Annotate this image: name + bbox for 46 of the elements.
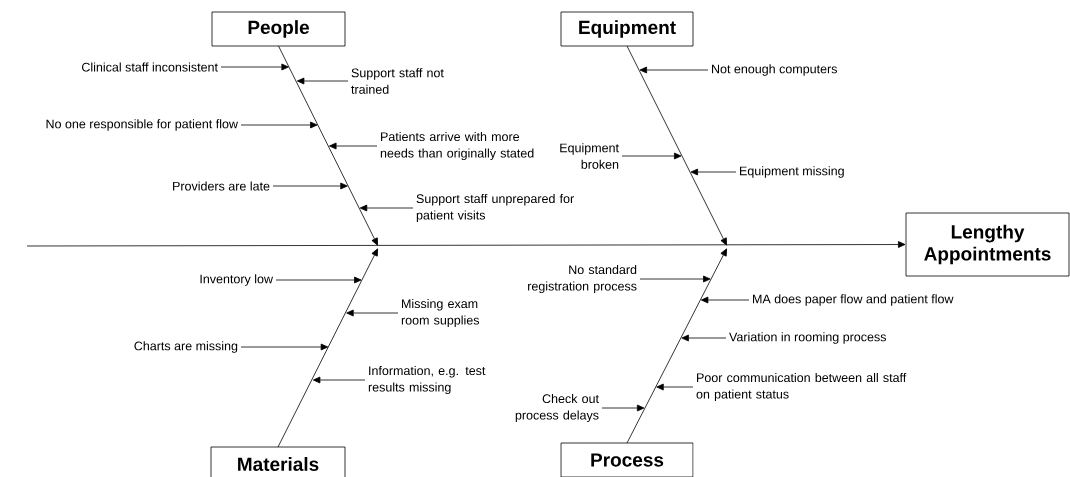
cause-label: Charts are missing (134, 341, 238, 353)
cause-arrow (359, 204, 414, 212)
cause-label: Variation in rooming process (729, 332, 886, 344)
cause-label: Clinical staff inconsistent (82, 62, 218, 72)
cause-arrow (681, 334, 727, 342)
cause-arrow (621, 152, 682, 160)
cause-label: Poor communication between all staff on patient status (696, 372, 907, 402)
cause-arrow (639, 275, 711, 283)
spine-arrow (26, 241, 906, 248)
cause-arrow (296, 77, 349, 85)
bone-arrow (626, 248, 727, 444)
bone-arrow (277, 248, 378, 448)
category-box: People (211, 11, 346, 47)
cause-label: Inventory low (200, 274, 274, 286)
cause-label: Support staff not trained (351, 68, 444, 94)
cause-label: No standard registration process (528, 264, 637, 294)
cause-label: Information, e.g. test results missing (368, 365, 486, 395)
cause-arrow (656, 383, 694, 391)
cause-arrow (690, 168, 737, 176)
effect-box: Lengthy Appointments (905, 212, 1070, 277)
cause-arrow (275, 276, 362, 284)
cause-label: MA does paper flow and patient flow (753, 294, 954, 306)
cause-label: Providers are late (173, 181, 270, 191)
cause-arrow (601, 404, 645, 412)
cause-arrow (312, 376, 366, 384)
cause-label: Check out process delays (515, 393, 599, 423)
cause-arrow (346, 309, 399, 317)
cause-arrow (272, 182, 348, 190)
cause-arrow (329, 142, 378, 150)
cause-label: Missing exam room supplies (401, 298, 480, 328)
cause-label: Support staff unprepared for patient visits (416, 193, 574, 223)
category-box: Equipment (560, 11, 694, 47)
bone-arrow (626, 45, 727, 246)
cause-arrow (220, 63, 289, 71)
cause-label: No one responsible for patient flow (46, 119, 238, 131)
cause-arrow (240, 343, 329, 351)
cause-arrow (240, 121, 318, 129)
cause-label: Equipment broken (560, 143, 619, 169)
cause-label: Equipment missing (740, 166, 844, 178)
category-box: Process (560, 442, 694, 477)
bone-arrow (278, 45, 378, 246)
cause-arrow (639, 66, 709, 74)
category-box: Materials (210, 446, 346, 477)
cause-arrow (700, 296, 750, 304)
cause-label: Patients arrive with more needs than originally stated (380, 131, 534, 161)
cause-label: Not enough computers (712, 64, 837, 76)
